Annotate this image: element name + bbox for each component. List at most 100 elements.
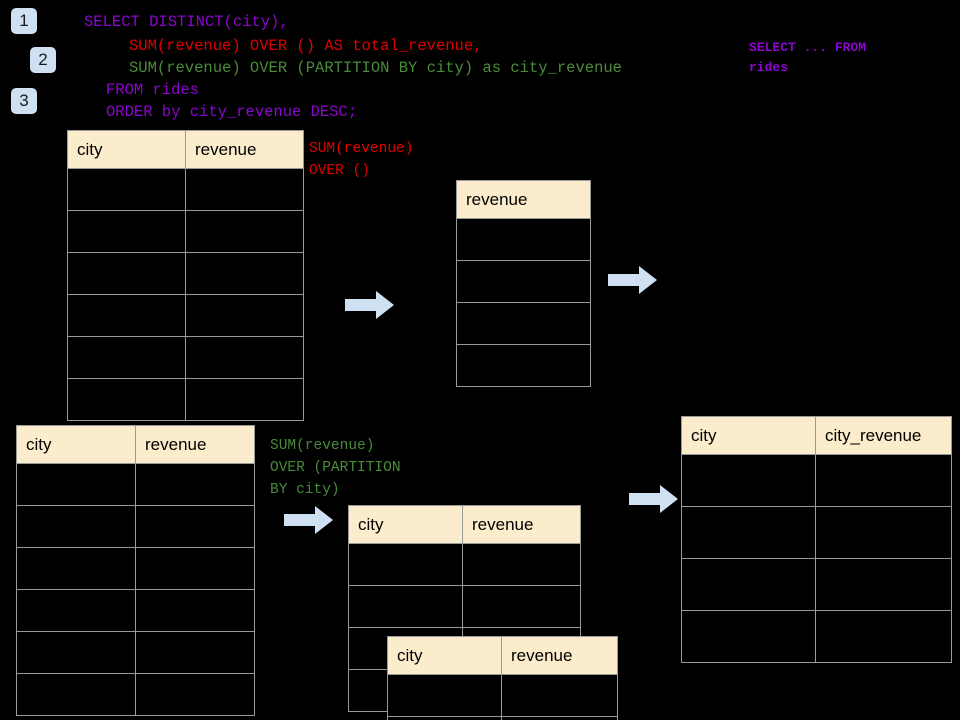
- query-line-select: SELECT DISTINCT(city),: [84, 13, 289, 31]
- table-cell: [387, 716, 502, 720]
- table-cell: [185, 336, 304, 379]
- table-cell: [815, 454, 952, 507]
- table-row: [67, 294, 304, 337]
- table-cell: [462, 585, 581, 628]
- table-cell: [16, 673, 136, 716]
- table-row: [681, 454, 952, 507]
- arrow-revenue-to-result: [608, 266, 657, 294]
- table-cell: [16, 589, 136, 632]
- table-cell: [135, 547, 255, 590]
- annotation-select-from: SELECT ... FROM rides: [749, 40, 867, 75]
- table-cell: [815, 558, 952, 611]
- table-row: [67, 378, 304, 421]
- table-cell: [67, 252, 186, 295]
- column-header-revenue: revenue: [501, 636, 618, 675]
- table-row: [681, 558, 952, 611]
- table-row: [16, 631, 255, 674]
- table-cell: [16, 547, 136, 590]
- table-cell: [681, 558, 816, 611]
- table-row: [387, 674, 618, 717]
- table-cell: [681, 454, 816, 507]
- arrow-source-to-revenue: [345, 291, 394, 319]
- table-row: [67, 210, 304, 253]
- table-row: [456, 344, 591, 387]
- column-header-city: city: [67, 130, 186, 169]
- table-header-row: city revenue: [348, 505, 581, 544]
- table-revenue-only: revenue: [456, 180, 591, 387]
- table-row: [387, 716, 618, 720]
- table-cell: [67, 168, 186, 211]
- arrow-source-to-partition: [284, 506, 333, 534]
- table-cell: [348, 585, 463, 628]
- table-cell: [456, 344, 591, 387]
- column-header-city: city: [387, 636, 502, 675]
- table-source-top: city revenue: [67, 130, 304, 421]
- table-body: [16, 463, 255, 716]
- table-body: [387, 674, 618, 720]
- table-row: [456, 218, 591, 261]
- column-header-city-revenue: city_revenue: [815, 416, 952, 455]
- step-badge-2: 2: [30, 47, 56, 73]
- table-cell: [135, 589, 255, 632]
- table-row: [67, 168, 304, 211]
- annotation-sum-over-empty: SUM(revenue) OVER (): [309, 141, 414, 179]
- query-line-sum-over-empty: SUM(revenue) OVER () AS total_revenue,: [129, 37, 483, 55]
- table-cell: [681, 506, 816, 559]
- table-row: [67, 252, 304, 295]
- table-row: [16, 463, 255, 506]
- table-cell: [67, 378, 186, 421]
- table-cell: [135, 673, 255, 716]
- table-cell: [501, 674, 618, 717]
- table-cell: [135, 463, 255, 506]
- table-row: [16, 547, 255, 590]
- table-cell: [462, 543, 581, 586]
- table-cell: [185, 252, 304, 295]
- table-cell: [67, 210, 186, 253]
- column-header-city: city: [348, 505, 463, 544]
- table-cell: [185, 168, 304, 211]
- table-cell: [67, 294, 186, 337]
- table-row: [456, 302, 591, 345]
- step-badge-1: 1: [11, 8, 37, 34]
- column-header-city: city: [16, 425, 136, 464]
- table-cell: [387, 674, 502, 717]
- table-row: [681, 610, 952, 663]
- table-header-row: revenue: [456, 180, 591, 219]
- query-line-order-by: ORDER by city_revenue DESC;: [106, 103, 358, 121]
- column-header-revenue: revenue: [456, 180, 591, 219]
- table-row: [16, 589, 255, 632]
- table-cell: [185, 378, 304, 421]
- table-row: [681, 506, 952, 559]
- table-row: [348, 543, 581, 586]
- step-badge-3: 3: [11, 88, 37, 114]
- table-row: [348, 585, 581, 628]
- table-cell: [501, 716, 618, 720]
- table-cell: [681, 610, 816, 663]
- table-cell: [135, 505, 255, 548]
- table-header-row: city revenue: [16, 425, 255, 464]
- table-cell: [16, 631, 136, 674]
- column-header-revenue: revenue: [135, 425, 255, 464]
- table-source-bottom: city revenue: [16, 425, 255, 716]
- table-partition-front: city revenue: [387, 636, 618, 720]
- table-body: [456, 218, 591, 387]
- table-result: city city_revenue: [681, 416, 952, 663]
- table-body: [67, 168, 304, 421]
- table-cell: [456, 260, 591, 303]
- table-header-row: city revenue: [67, 130, 304, 169]
- column-header-revenue: revenue: [462, 505, 581, 544]
- table-body: [681, 454, 952, 663]
- table-cell: [348, 543, 463, 586]
- table-cell: [185, 210, 304, 253]
- table-cell: [456, 218, 591, 261]
- table-header-row: city city_revenue: [681, 416, 952, 455]
- table-cell: [815, 506, 952, 559]
- table-row: [67, 336, 304, 379]
- annotation-sum-over-partition: SUM(revenue) OVER (PARTITION BY city): [270, 438, 401, 498]
- column-header-revenue: revenue: [185, 130, 304, 169]
- query-line-from: FROM rides: [106, 81, 200, 99]
- column-header-city: city: [681, 416, 816, 455]
- arrow-partition-to-result: [629, 485, 678, 513]
- query-line-sum-over-partition: SUM(revenue) OVER (PARTITION BY city) as…: [129, 59, 622, 77]
